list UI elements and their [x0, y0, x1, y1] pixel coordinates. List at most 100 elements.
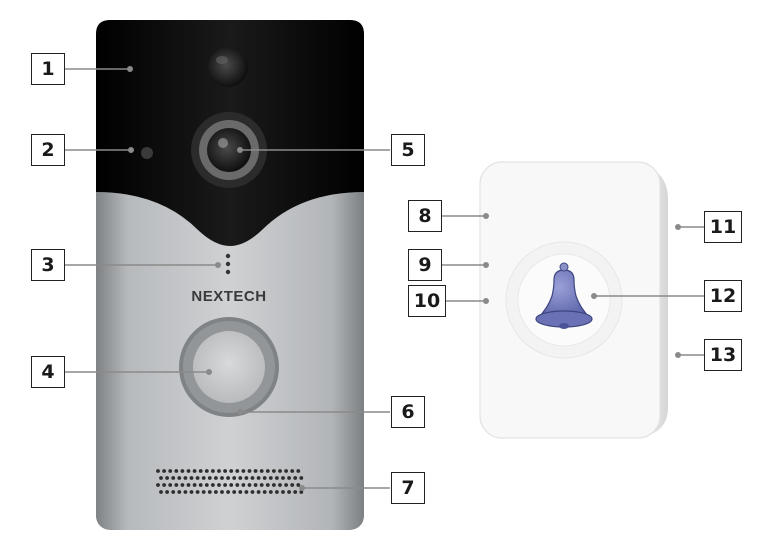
grille-hole [159, 476, 163, 480]
grille-hole [268, 490, 273, 494]
bell-icon [535, 262, 593, 329]
callout-5: 5 [391, 134, 425, 166]
grille-hole [211, 469, 215, 473]
grille-hole [192, 483, 197, 487]
grille-hole [165, 490, 170, 494]
grille-hole [293, 476, 298, 480]
grille-hole [195, 476, 200, 480]
grille-hole [186, 483, 191, 487]
grille-hole [207, 476, 212, 480]
grille-hole [232, 490, 237, 494]
indoor-chime [479, 161, 668, 439]
grille-hole [189, 490, 194, 494]
grille-hole [296, 483, 301, 487]
grille-hole [177, 476, 182, 480]
leader-dots [127, 66, 681, 491]
callout-1: 1 [31, 53, 65, 85]
grille-hole [168, 483, 173, 487]
grille-hole [262, 476, 267, 480]
grille-hole [207, 490, 212, 494]
grille-hole [281, 476, 285, 480]
grille-hole [278, 483, 282, 487]
grille-hole [223, 483, 228, 487]
grille-hole [272, 483, 276, 487]
grille-hole [201, 476, 206, 480]
grille-hole [198, 469, 203, 473]
grille-hole [174, 469, 179, 473]
grille-hole [275, 490, 279, 494]
grille-hole [268, 476, 273, 480]
grille-hole [192, 469, 197, 473]
grille-hole [162, 483, 167, 487]
grille-hole [220, 476, 224, 480]
grille-hole [281, 490, 285, 494]
grille-hole [168, 469, 173, 473]
grille-hole [217, 483, 221, 487]
callout-2: 2 [31, 134, 65, 166]
grille-hole [159, 490, 163, 494]
grille-hole [165, 476, 170, 480]
grille-hole [259, 469, 264, 473]
grille-hole [171, 476, 176, 480]
callout-3: 3 [31, 249, 65, 281]
grille-hole [156, 469, 160, 473]
grille-hole [235, 469, 240, 473]
brand-logo: NEXTECH [191, 288, 266, 305]
grille-hole [180, 483, 185, 487]
grille-hole [287, 476, 291, 480]
grille-hole [223, 469, 228, 473]
grille-hole [284, 483, 288, 487]
microphone-holes [225, 253, 231, 275]
grille-hole [275, 476, 279, 480]
grille-hole [256, 476, 261, 480]
grille-hole [296, 469, 301, 473]
leader-lines [64, 68, 704, 489]
grille-hole [156, 483, 160, 487]
grille-hole [241, 483, 246, 487]
grille-hole [272, 469, 276, 473]
grille-hole [186, 469, 191, 473]
grille-hole [183, 490, 188, 494]
grille-hole [290, 483, 295, 487]
call-button [193, 331, 265, 403]
grille-hole [183, 476, 188, 480]
grille-hole [299, 490, 304, 494]
grille-hole [241, 469, 246, 473]
grille-hole [201, 490, 206, 494]
grille-hole [250, 490, 255, 494]
grille-hole [214, 476, 218, 480]
callout-7: 7 [391, 472, 425, 504]
grille-hole [217, 469, 221, 473]
grille-hole [293, 490, 298, 494]
grille-hole [220, 490, 224, 494]
callout-11: 11 [704, 211, 742, 243]
grille-hole [171, 490, 176, 494]
grille-hole [262, 490, 267, 494]
grille-hole [189, 476, 194, 480]
grille-hole [284, 469, 288, 473]
grille-hole [229, 469, 234, 473]
callout-6: 6 [391, 396, 425, 428]
grille-hole [244, 476, 249, 480]
callout-13: 13 [704, 339, 742, 371]
grille-hole [174, 483, 179, 487]
callout-12: 12 [704, 280, 742, 312]
grille-hole [253, 469, 258, 473]
grille-hole [278, 469, 282, 473]
grille-hole [226, 490, 231, 494]
grille-hole [265, 483, 270, 487]
grille-hole [238, 490, 243, 494]
grille-hole [162, 469, 167, 473]
grille-hole [244, 490, 249, 494]
grille-hole [204, 483, 209, 487]
grille-hole [195, 490, 200, 494]
grille-hole [287, 490, 291, 494]
grille-hole [290, 469, 295, 473]
grille-hole [180, 469, 185, 473]
grille-hole [253, 483, 258, 487]
grille-hole [198, 483, 203, 487]
video-doorbell: NEXTECH [96, 20, 364, 530]
grille-hole [214, 490, 218, 494]
